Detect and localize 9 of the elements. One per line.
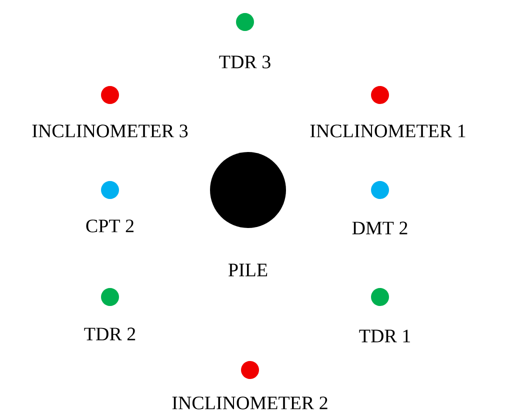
point-label: TDR 3 <box>219 56 270 68</box>
point-label: TDR 1 <box>359 330 410 342</box>
point-label: CPT 2 <box>86 220 134 232</box>
point-label: INCLINOMETER 3 <box>32 124 188 138</box>
point-label: INCLINOMETER 1 <box>310 124 466 138</box>
point-label: DMT 2 <box>352 222 408 234</box>
point-label: PILE <box>228 264 268 276</box>
point-label: INCLINOMETER 2 <box>172 396 328 410</box>
point-label: TDR 2 <box>84 328 136 340</box>
